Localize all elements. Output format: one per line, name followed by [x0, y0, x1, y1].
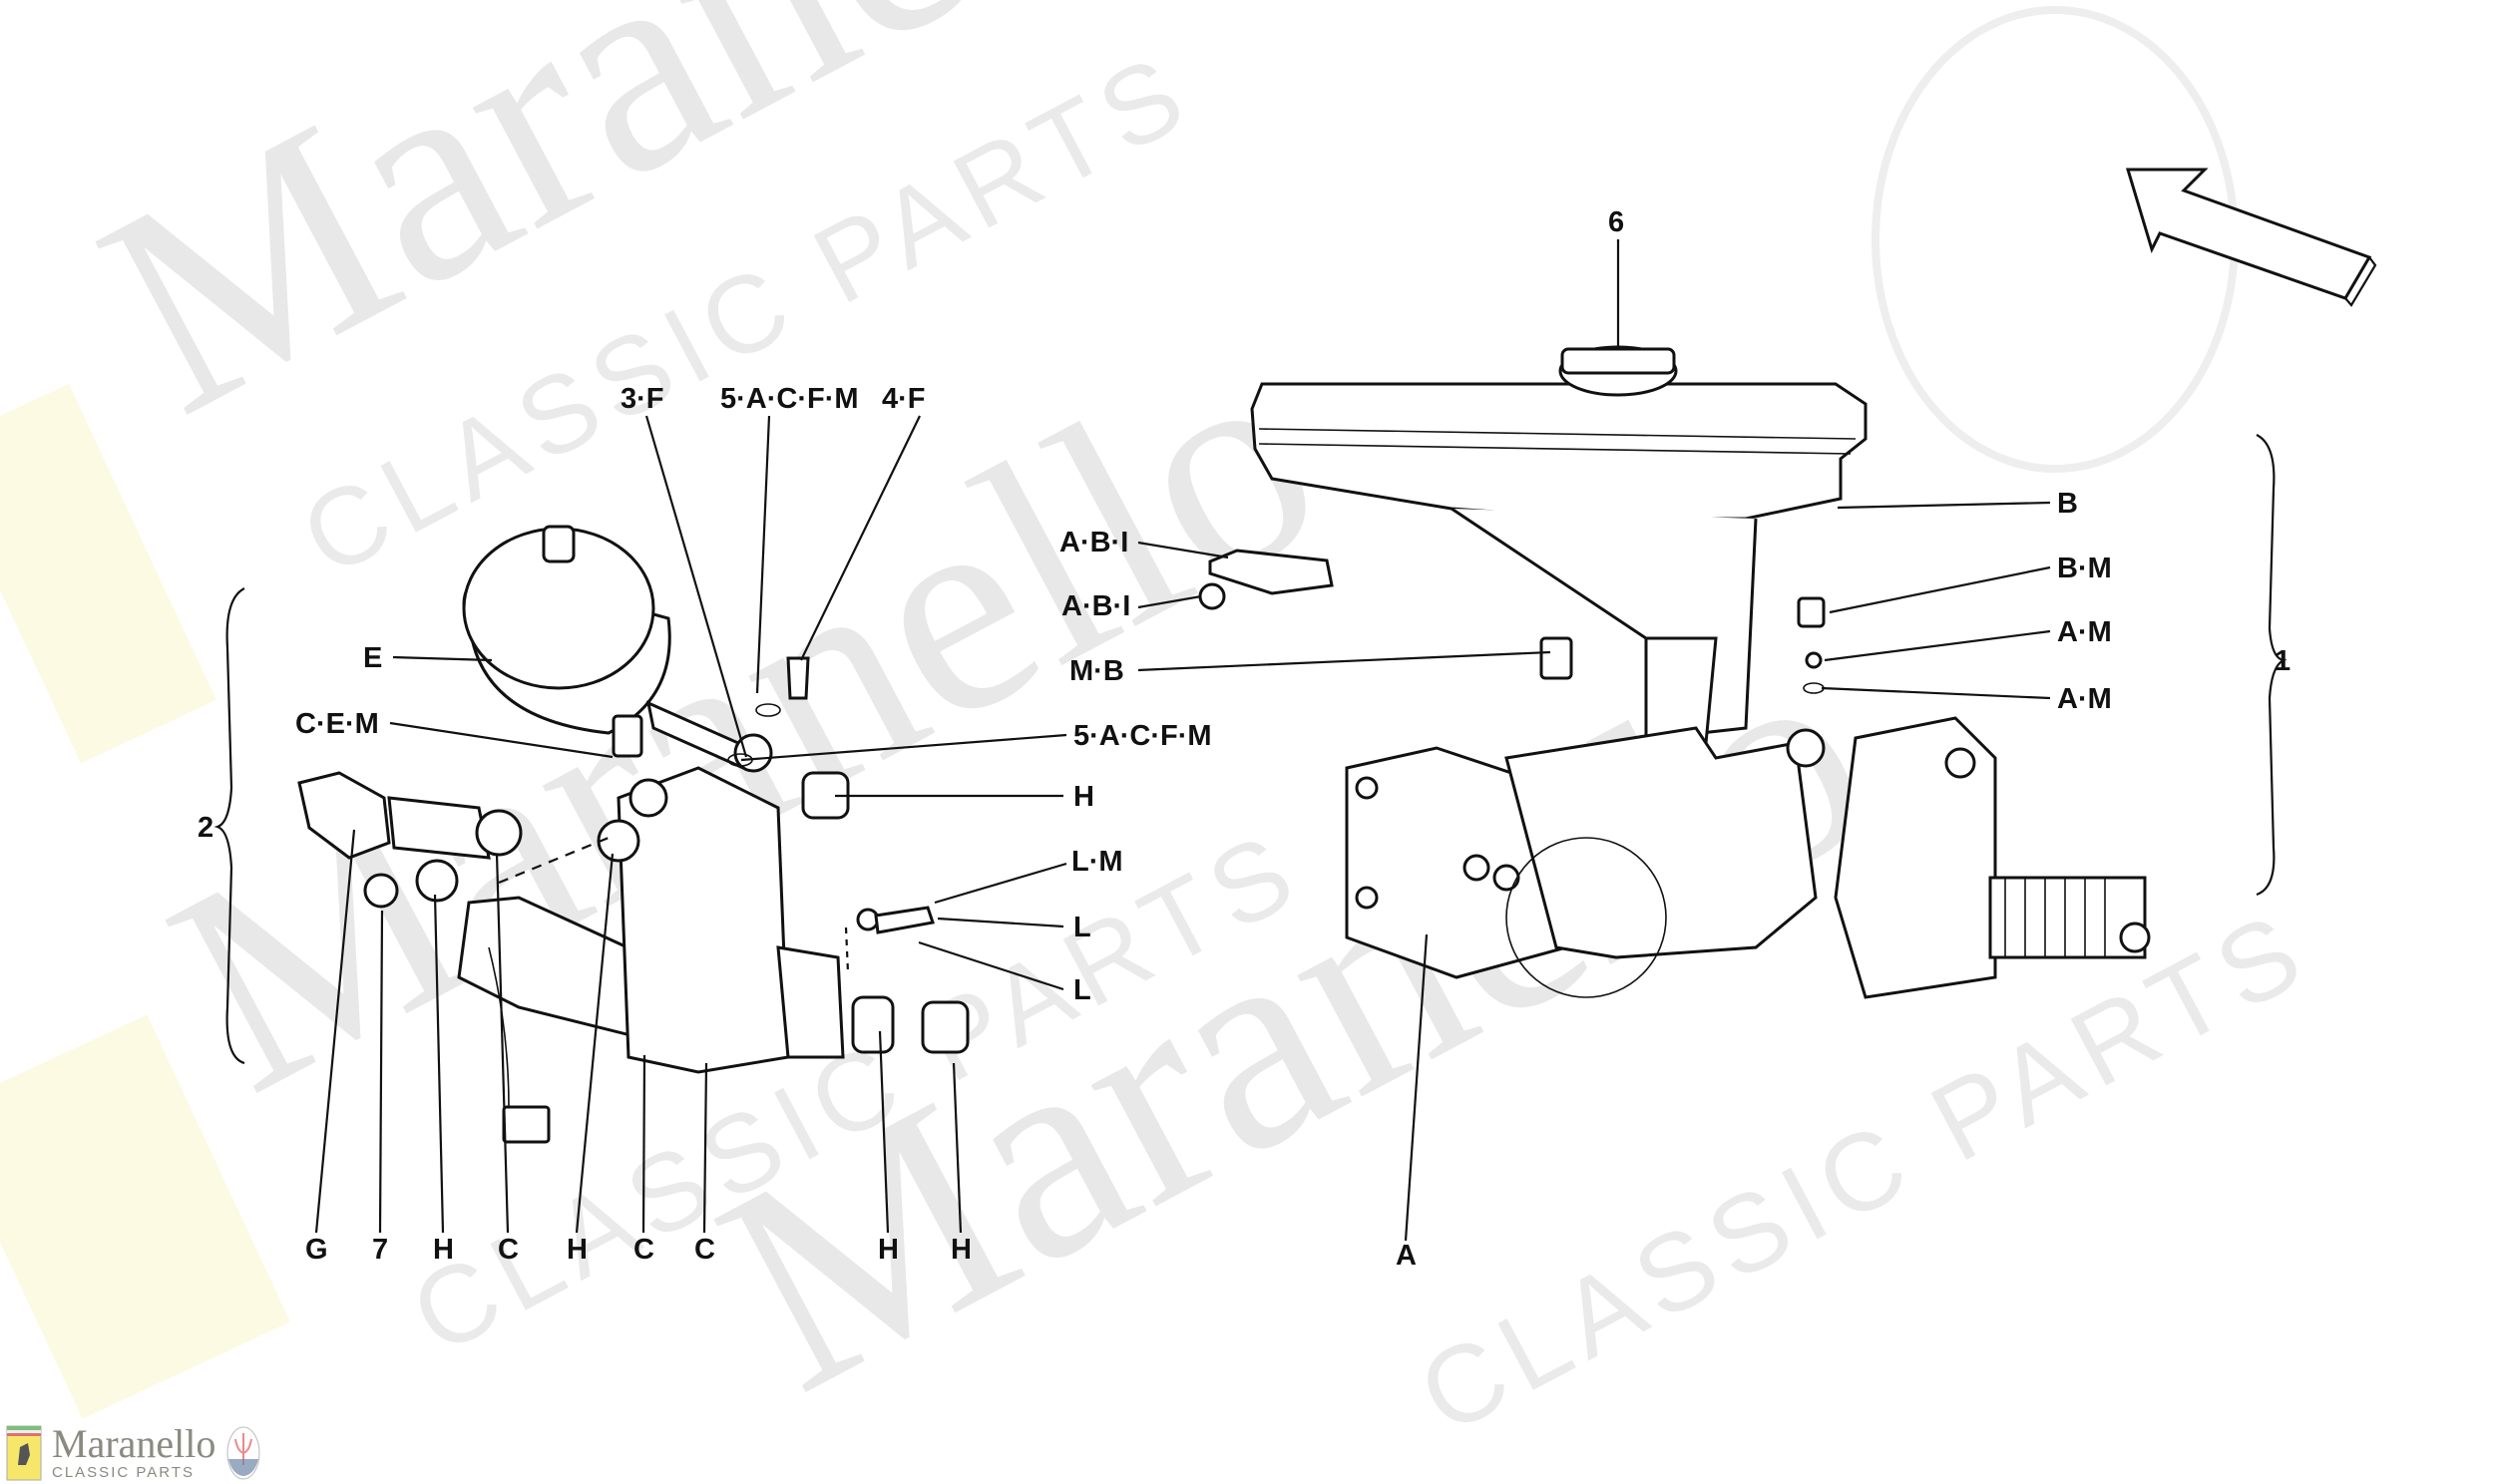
callout-3f: 3·F — [621, 383, 664, 415]
callout-lm: L·M — [1071, 846, 1123, 878]
logo-brand: Maranello — [52, 1421, 216, 1466]
callout-h: H — [1073, 781, 1094, 813]
ferrari-shield-icon — [6, 1425, 42, 1480]
callout-bottom-c: C — [498, 1234, 519, 1266]
callout-abi-2: A·B·I — [1061, 590, 1130, 622]
callout-e: E — [363, 642, 382, 674]
group-number-1: 1 — [2275, 645, 2290, 677]
callout-a: A — [1396, 1240, 1417, 1272]
logo-sub: CLASSIC PARTS — [52, 1464, 195, 1481]
callout-bottom-c: C — [694, 1234, 715, 1266]
maranello-logo: Maranello CLASSIC PARTS — [0, 1421, 329, 1484]
callout-bottom-h: H — [878, 1234, 899, 1266]
callout-bottom-h: H — [433, 1234, 454, 1266]
callout-b: B — [2057, 488, 2078, 520]
group-brace-2 — [213, 587, 245, 1065]
direction-arrow-icon — [2125, 168, 2372, 300]
callout-bottom-h: H — [567, 1234, 588, 1266]
maserati-trident-icon — [226, 1426, 260, 1479]
callout-bottom-7: 7 — [372, 1234, 388, 1266]
brake-fluid-reservoir — [1250, 345, 1868, 745]
pressure-switch — [297, 771, 523, 909]
callout-bottom-c: C — [633, 1234, 654, 1266]
bracket — [1198, 549, 1826, 694]
callout-bottom-h: H — [951, 1234, 972, 1266]
callout-cem: C·E·M — [295, 708, 379, 740]
callout-am-2: A·M — [2057, 683, 2112, 715]
callout-am-1: A·M — [2057, 616, 2112, 648]
callout-bottom-g: G — [305, 1234, 328, 1266]
callout-4f: 4·F — [882, 383, 926, 415]
group-number-2: 2 — [198, 812, 213, 844]
leader-lines — [314, 239, 2051, 1242]
banjo-fitting — [645, 656, 935, 934]
callout-5acfm-top: 5·A·C·F·M — [720, 383, 859, 415]
callout-mb: M·B — [1069, 655, 1124, 687]
callout-abi-1: A·B·I — [1059, 527, 1128, 558]
callout-l-1: L — [1073, 912, 1091, 943]
accumulator — [462, 525, 671, 758]
callout-l-2: L — [1073, 974, 1091, 1006]
hydraulic-unit — [1345, 636, 2151, 999]
pump-motor — [457, 766, 970, 1144]
callout-6: 6 — [1608, 206, 1624, 238]
group-brace-1 — [2256, 434, 2288, 897]
callout-bm: B·M — [2057, 553, 2112, 584]
callout-5acfm-mid: 5·A·C·F·M — [1073, 720, 1212, 752]
